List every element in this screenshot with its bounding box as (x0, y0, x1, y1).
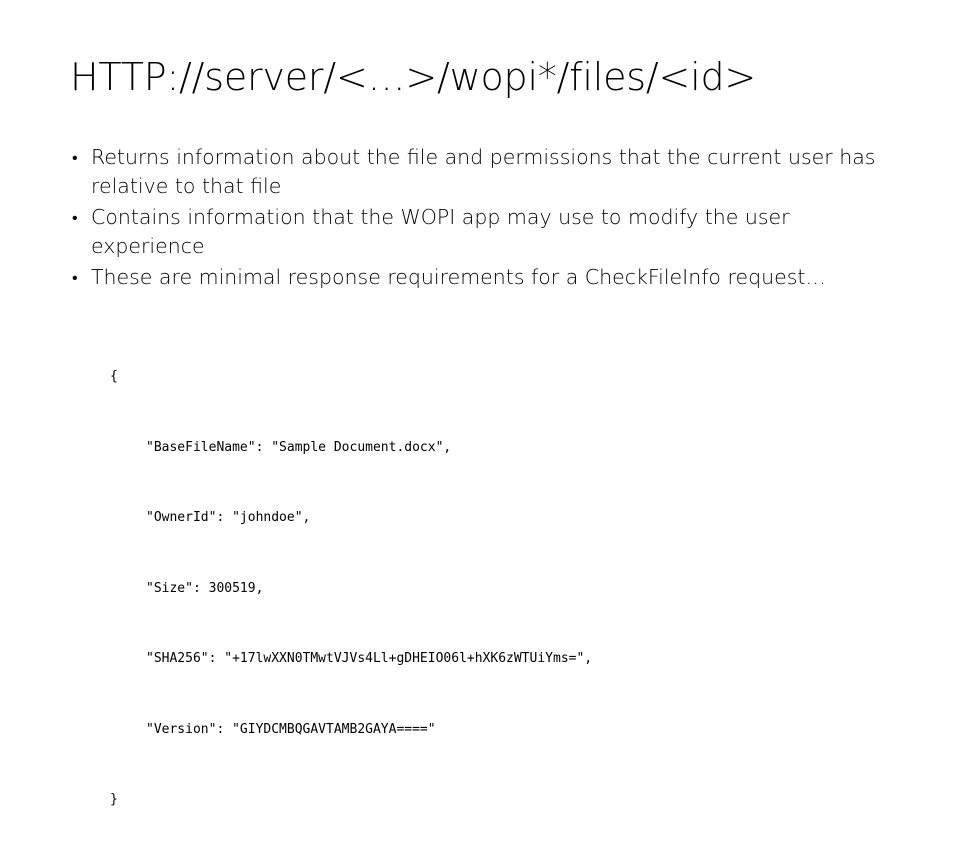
code-line-ownerid: "OwnerId": "johndoe", (146, 510, 311, 525)
code-line-size: "Size": 300519, (146, 580, 264, 596)
list-item-label: Contains information that the WOPI app m… (91, 205, 790, 258)
list-item: • Returns information about the file and… (70, 143, 890, 201)
list-item-label: These are minimal response requirements … (91, 265, 826, 289)
code-line-close-brace: } (110, 792, 118, 807)
page-title: HTTP://server/<…>/wopi*/files/<id> (70, 55, 757, 99)
code-line-basefilename: "BaseFileName": "Sample Document.docx", (146, 439, 452, 455)
bullet-icon: • (72, 268, 78, 287)
code-line-version: "Version": "GIYDCMBQGAVTAMB2GAYA====" (146, 721, 436, 737)
bullet-list: • Returns information about the file and… (70, 143, 890, 294)
code-line-open-brace: { (110, 369, 118, 384)
bullet-icon: • (72, 148, 78, 167)
list-item: • Contains information that the WOPI app… (70, 203, 890, 261)
bullet-icon: • (72, 208, 78, 227)
list-item-label: Returns information about the file and p… (91, 145, 876, 198)
slide-canvas: HTTP://server/<…>/wopi*/files/<id> • Ret… (70, 55, 890, 807)
code-block: { "BaseFileName": "Sample Document.docx"… (110, 318, 592, 859)
code-line-sha256: "SHA256": "+17lwXXN0TMwtVJVs4Ll+gDHEIO06… (146, 651, 593, 666)
list-item: • These are minimal response requirement… (70, 263, 890, 292)
